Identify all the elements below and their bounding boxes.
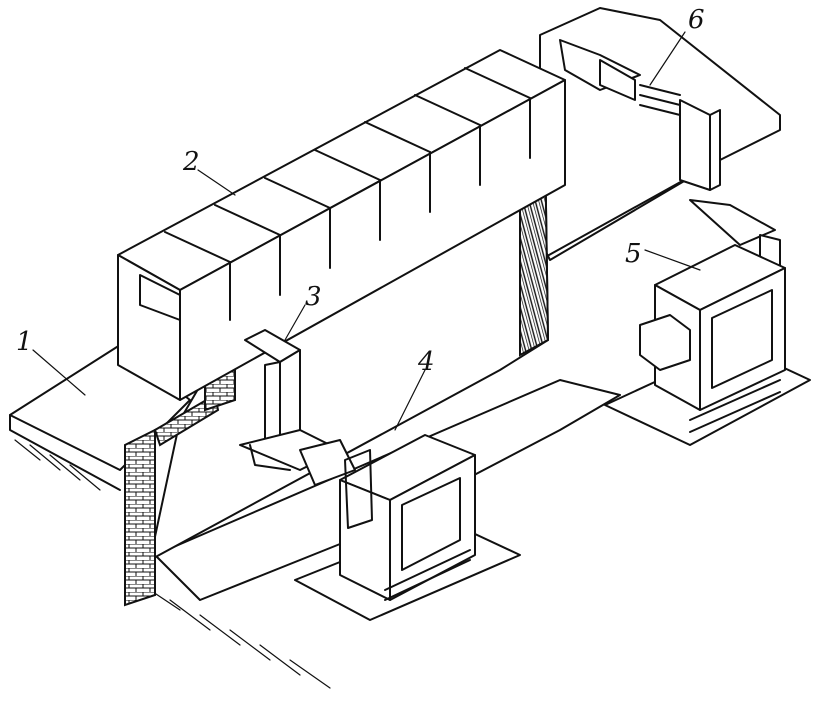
callout-6: 6: [688, 5, 705, 35]
transformer-4[interactable]: [294, 434, 521, 621]
leader-lines: [32, 31, 701, 431]
callout-5: 5: [625, 239, 642, 269]
callout-1: 1: [16, 327, 33, 357]
transformer-5[interactable]: [604, 244, 811, 446]
callout-labels: 1 2 3 4 5 6: [16, 5, 705, 377]
callout-4: 4: [417, 347, 435, 377]
callout-3: 3: [305, 282, 322, 312]
concrete-block-row-2: [117, 49, 566, 401]
busbar-duct-3: [239, 329, 356, 486]
callout-2: 2: [182, 147, 200, 177]
